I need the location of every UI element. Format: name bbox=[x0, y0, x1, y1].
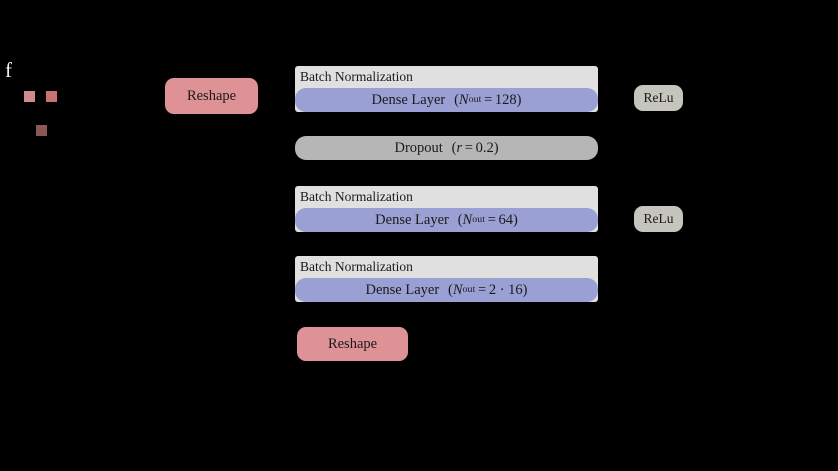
rparen-1: ) bbox=[516, 91, 522, 108]
dense-param-value-3: 2 · 16 bbox=[488, 281, 523, 298]
dense-param-subscript-2: out bbox=[472, 214, 486, 226]
dense-layer-name-3: Dense Layer bbox=[365, 281, 440, 298]
relu-block-2[interactable]: ReLu bbox=[634, 206, 683, 232]
dense-param-subscript-3: out bbox=[462, 284, 476, 296]
reshape-block-top[interactable]: Reshape bbox=[165, 78, 258, 114]
equals-dropout: = bbox=[464, 139, 473, 156]
dropout-block[interactable]: Dropout ( r = 0.2) bbox=[295, 136, 598, 160]
dense-param-value-2: 64 bbox=[498, 211, 513, 228]
input-square-bottom bbox=[36, 125, 47, 136]
relu-block-1[interactable]: ReLu bbox=[634, 85, 683, 111]
dense-param-subscript-1: out bbox=[468, 94, 482, 106]
dropout-name: Dropout bbox=[394, 139, 443, 156]
dense-param-symbol-1: N bbox=[458, 91, 469, 108]
rparen-2: ) bbox=[512, 211, 518, 228]
dense-layer-name-2: Dense Layer bbox=[375, 211, 449, 228]
input-square-top-left bbox=[24, 91, 35, 102]
lparen-3: ( bbox=[448, 281, 453, 298]
lparen-2: ( bbox=[457, 211, 463, 228]
dense-param-value-1: 128 bbox=[494, 91, 517, 108]
equals-3: = bbox=[478, 281, 487, 298]
dropout-param-symbol: r bbox=[456, 139, 463, 156]
dropout-param-value: 0.2 bbox=[475, 139, 494, 156]
input-square-top-right bbox=[46, 91, 57, 102]
dense-param-symbol-3: N bbox=[452, 281, 463, 298]
input-feature-label-f: f bbox=[5, 58, 12, 82]
dense-layer-name-1: Dense Layer bbox=[371, 91, 446, 108]
lparen-dropout: ( bbox=[451, 139, 457, 156]
reshape-block-bottom[interactable]: Reshape bbox=[297, 327, 408, 361]
rparen-dropout: ) bbox=[493, 139, 499, 156]
rparen-3: ) bbox=[522, 281, 528, 298]
equals-2: = bbox=[487, 211, 496, 228]
dense-param-symbol-2: N bbox=[462, 211, 473, 228]
equals-1: = bbox=[484, 91, 493, 108]
lparen-1: ( bbox=[454, 91, 459, 108]
